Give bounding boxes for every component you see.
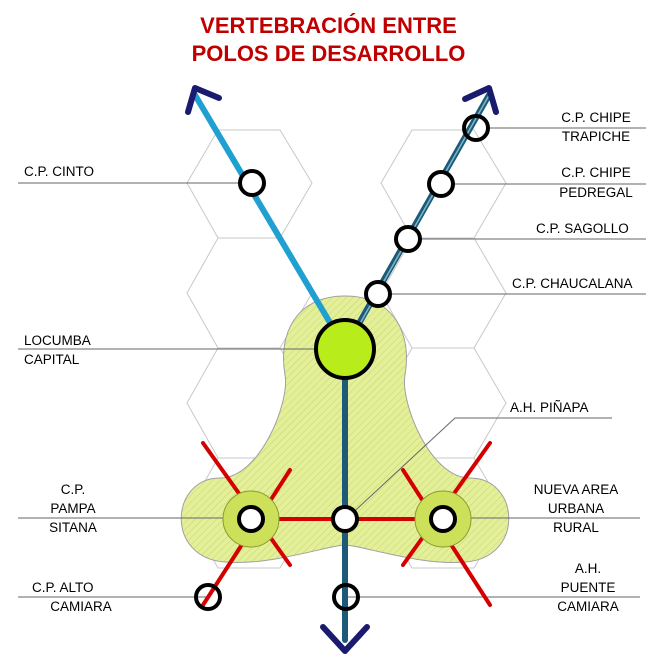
- label-locumba-1: LOCUMBA: [24, 333, 91, 348]
- node-pampa-sitana: [237, 505, 265, 533]
- label-cinto: C.P. CINTO: [24, 164, 95, 179]
- label-sagollo: C.P. SAGOLLO: [536, 221, 629, 236]
- label-nueva-3: RURAL: [553, 520, 599, 535]
- node-puente-camiara: [332, 583, 360, 611]
- label-nueva-1: NUEVA AREA: [533, 482, 619, 497]
- label-chipe-trapiche-2: TRAPICHE: [561, 129, 631, 144]
- node-cinto: [238, 169, 266, 197]
- leader-lines: [18, 127, 646, 598]
- node-chipe-trapiche: [462, 114, 490, 142]
- label-chaucalana: C.P. CHAUCALANA: [512, 276, 633, 291]
- node-nueva-area: [429, 505, 457, 533]
- label-chipe-pedregal-1: C.P. CHIPE: [561, 165, 631, 180]
- label-alto-2: CAMIARA: [50, 599, 112, 614]
- node-pinapa: [331, 505, 359, 533]
- arrow-up-right-icon: [462, 85, 499, 115]
- arrow-down-icon: [320, 624, 370, 654]
- node-chaucalana: [364, 280, 392, 308]
- blue-axes: [192, 92, 492, 643]
- node-locumba-capital: [314, 318, 376, 380]
- label-puente-1: A.H.: [574, 561, 602, 576]
- node-alto-camiara: [194, 583, 222, 611]
- label-nueva-2: URBANA: [547, 501, 605, 516]
- nodes: [194, 114, 490, 611]
- arrow-heads: [185, 85, 499, 654]
- node-sagollo: [394, 225, 422, 253]
- label-pinapa: A.H. PIÑAPA: [510, 400, 589, 415]
- label-locumba-2: CAPITAL: [24, 352, 80, 367]
- diagram-title-line2: POLOS DE DESARROLLO: [191, 41, 466, 66]
- label-chipe-trapiche-1: C.P. CHIPE: [561, 110, 631, 125]
- node-chipe-pedregal: [427, 170, 455, 198]
- label-chipe-pedregal-2: PEDREGAL: [559, 185, 633, 200]
- label-puente-3: CAMIARA: [557, 599, 619, 614]
- label-pampa-1: C.P.: [60, 482, 86, 497]
- label-pampa-2: PAMPA: [50, 501, 96, 516]
- diagram-title-line1: VERTEBRACIÓN ENTRE: [200, 13, 457, 38]
- label-puente-2: PUENTE: [560, 580, 616, 595]
- label-alto-1: C.P. ALTO: [32, 580, 94, 595]
- arrow-up-left-icon: [185, 85, 222, 115]
- label-pampa-3: SITANA: [49, 520, 97, 535]
